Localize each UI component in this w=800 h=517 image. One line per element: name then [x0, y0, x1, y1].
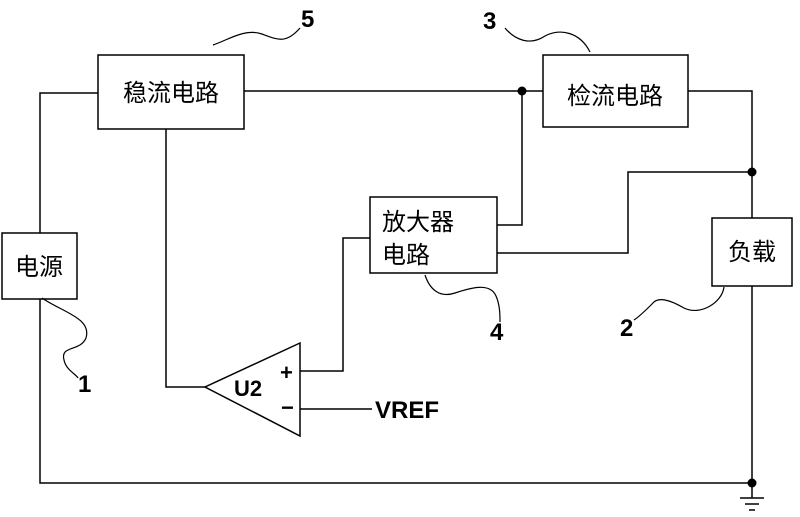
wire-supply-to-regulator — [39, 92, 98, 233]
amplifier-label-line2: 电路 — [382, 241, 430, 269]
wire-regulator-to-opamp — [165, 129, 205, 388]
wire-amplifier-to-load-node — [497, 171, 752, 254]
opamp-plus-sign: + — [280, 360, 293, 385]
callout-number-4: 4 — [490, 319, 504, 346]
wire-ground-bus — [39, 299, 752, 484]
leader-5 — [212, 27, 301, 46]
opamp-u2: U2 + − — [203, 341, 301, 438]
current-sensor-block: 检流电路 — [542, 54, 689, 128]
ground-symbol — [740, 497, 764, 511]
leader-2 — [633, 286, 725, 321]
current-regulator-label: 稳流电路 — [123, 79, 219, 107]
callout-number-5: 5 — [301, 6, 314, 33]
junction-dot — [747, 478, 757, 488]
vref-label: VREF — [375, 397, 439, 424]
wire-bus-to-amplifier — [497, 91, 523, 226]
leader-3 — [504, 27, 591, 53]
wires — [39, 90, 753, 498]
leader-4 — [424, 274, 501, 323]
wire-amplifier-to-opamp-plus — [300, 237, 370, 372]
load-block: 负载 — [711, 217, 793, 287]
wire-sensor-to-load — [688, 90, 753, 218]
amplifier-label-line1: 放大器 — [382, 208, 454, 236]
current-sensor-label: 检流电路 — [567, 82, 663, 110]
junction-dot — [747, 167, 757, 177]
callout-number-2: 2 — [620, 315, 633, 342]
amplifier-block: 放大器 电路 — [369, 196, 498, 274]
power-supply-label: 电源 — [15, 253, 63, 281]
power-supply-block: 电源 — [1, 232, 78, 300]
callout-number-1: 1 — [78, 371, 91, 398]
leader-1 — [41, 297, 88, 379]
current-regulator-block: 稳流电路 — [97, 54, 245, 130]
callout-number-3: 3 — [483, 8, 496, 35]
load-label: 负载 — [728, 238, 776, 266]
junction-dot — [517, 86, 527, 96]
opamp-label: U2 — [234, 376, 262, 401]
opamp-minus-sign: − — [281, 395, 294, 420]
callout-leaders — [41, 27, 725, 379]
